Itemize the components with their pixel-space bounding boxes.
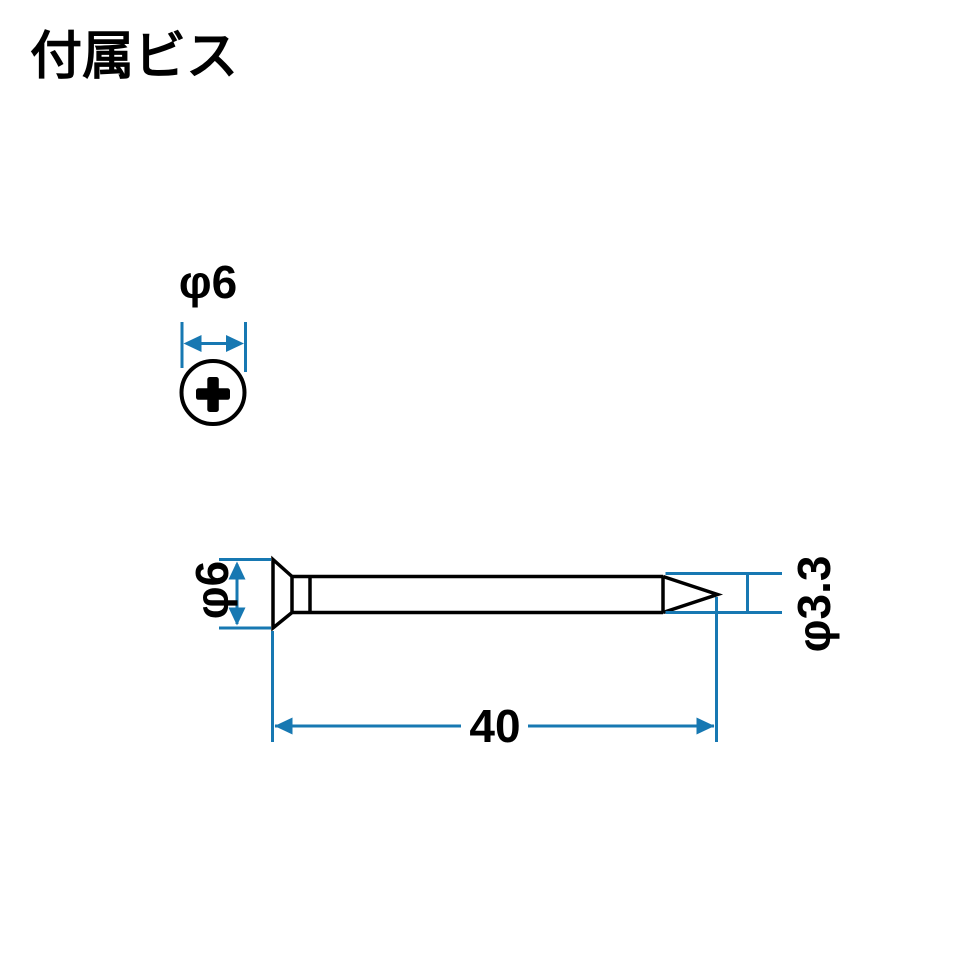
arrowhead-left-icon <box>274 717 293 735</box>
screw-side-view <box>271 555 724 632</box>
arrowhead-down-icon <box>228 607 246 626</box>
screw-head-circle <box>179 359 247 426</box>
arrowhead-right-icon <box>696 717 715 735</box>
length-dimension: 40 <box>271 597 718 752</box>
phillips-cross-icon <box>196 377 230 412</box>
top-diameter-label: φ6 <box>179 256 238 308</box>
screw-top-view: φ6 <box>179 256 247 426</box>
cross-vertical-bar <box>207 377 219 412</box>
arrowhead-up-icon <box>228 561 246 580</box>
head-diameter-label: φ6 <box>186 561 238 620</box>
screw-tip-cone <box>662 574 724 615</box>
arrowhead-right-icon <box>226 335 244 352</box>
shaft-diameter-dimension: φ3.3 <box>665 556 840 653</box>
shaft-diameter-label: φ3.3 <box>788 556 840 653</box>
arrowhead-left-icon <box>183 335 202 352</box>
screw-head-outline <box>271 555 294 632</box>
length-label: 40 <box>469 700 520 752</box>
head-diameter-dimension: φ6 <box>186 558 271 630</box>
top-view-diameter-dimension: φ6 <box>179 256 247 372</box>
page-title: 付属ビス <box>30 28 238 86</box>
